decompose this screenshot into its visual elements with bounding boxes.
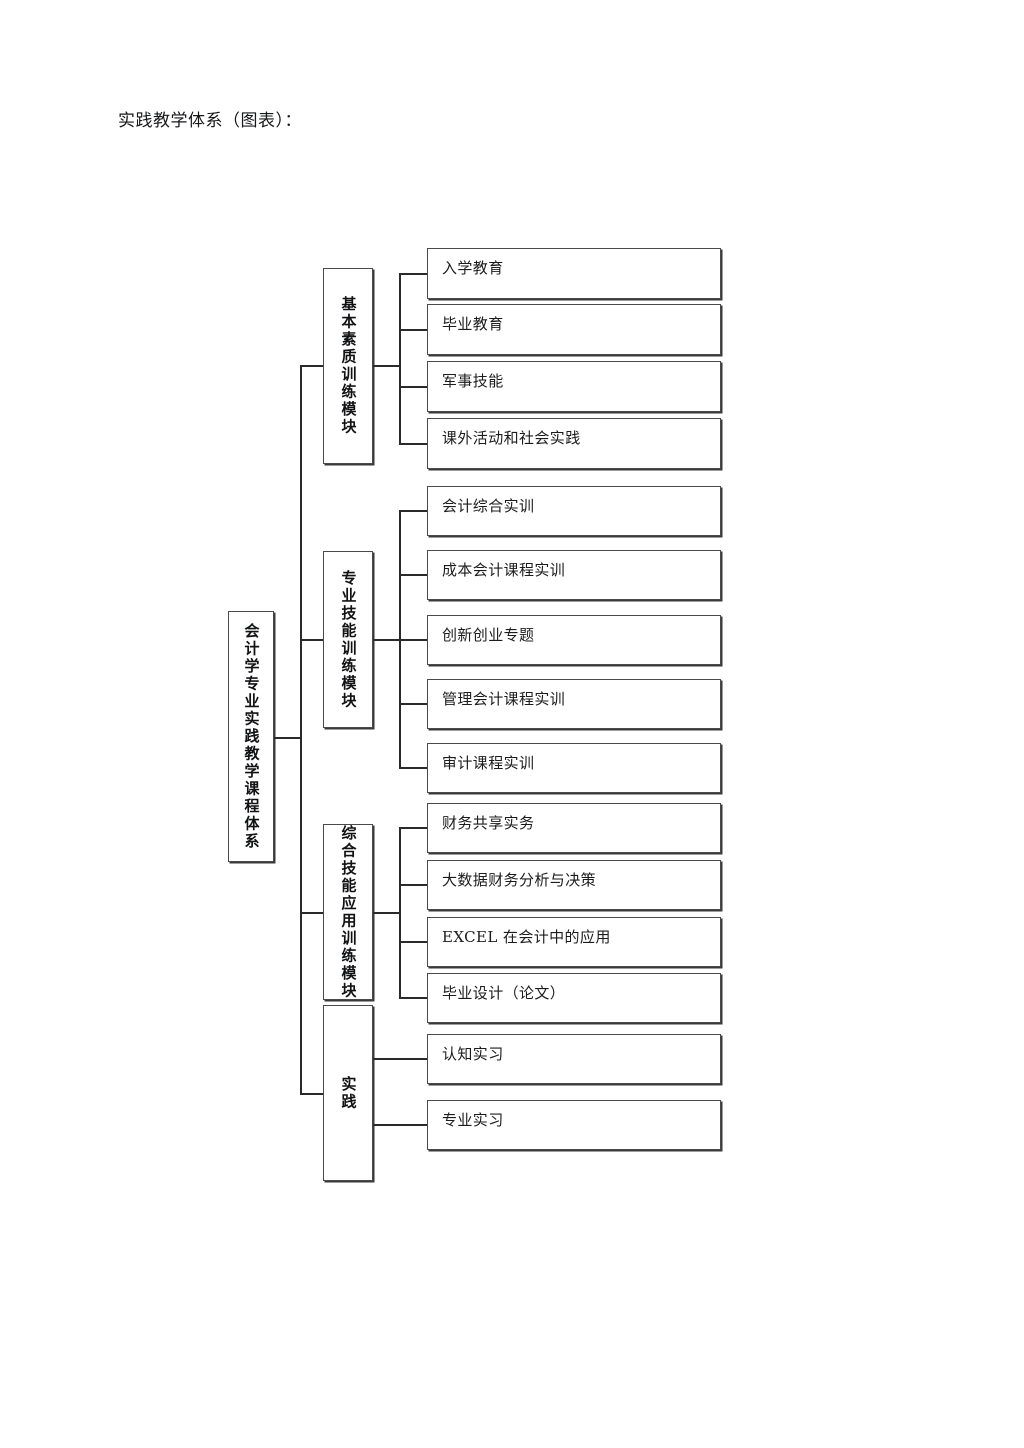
connector-module-3-leaf-3 xyxy=(399,941,428,943)
module-node-comprehensive-skills-application-training[interactable]: 综合技能应用训练模块 xyxy=(323,824,373,1000)
connector-root-to-module-4 xyxy=(300,1093,324,1095)
connector-module-3-leaf-1 xyxy=(399,827,428,829)
page-title: 实践教学体系（图表）： xyxy=(118,111,302,131)
leaf-node-military-skills[interactable]: 军事技能 xyxy=(427,361,721,412)
root-node-accounting-practical-curriculum-system[interactable]: 会计学专业实践教学课程体系 xyxy=(228,611,274,862)
leaf-node-graduation-design-thesis[interactable]: 毕业设计（论文） xyxy=(427,973,721,1023)
leaf-node-audit-course-training[interactable]: 审计课程实训 xyxy=(427,743,721,793)
connector-module-1-stub xyxy=(373,365,401,367)
connector-module-3-leaf-2 xyxy=(399,884,428,886)
leaf-node-professional-internship[interactable]: 专业实习 xyxy=(427,1100,721,1150)
module-label-comprehensive-skills-application-training: 综合技能应用训练模块 xyxy=(339,824,358,1000)
connector-module-2-stub xyxy=(373,639,401,641)
leaf-node-accounting-comprehensive-training[interactable]: 会计综合实训 xyxy=(427,486,721,536)
module-label-practice: 实践 xyxy=(339,1075,358,1111)
module-label-professional-skills-training: 专业技能训练模块 xyxy=(339,569,358,710)
connector-module-3-leaf-4 xyxy=(399,997,428,999)
leaf-node-excel-in-accounting-application[interactable]: EXCEL 在会计中的应用 xyxy=(427,917,721,967)
connector-module-4-leaf-2 xyxy=(373,1124,428,1126)
leaf-node-cognitive-internship[interactable]: 认知实习 xyxy=(427,1034,721,1084)
leaf-node-innovation-entrepreneurship-topic[interactable]: 创新创业专题 xyxy=(427,615,721,665)
module-node-professional-skills-training[interactable]: 专业技能训练模块 xyxy=(323,551,373,728)
connector-root-spine xyxy=(300,366,302,1095)
connector-module-1-leaf-1 xyxy=(399,273,428,275)
connector-module-1-leaf-3 xyxy=(399,386,428,388)
connector-module-2-leaf-5 xyxy=(399,767,428,769)
leaf-node-enrollment-education[interactable]: 入学教育 xyxy=(427,248,721,299)
leaf-node-extracurricular-and-social-practice[interactable]: 课外活动和社会实践 xyxy=(427,418,721,469)
connector-module-2-leaf-3 xyxy=(399,639,428,641)
leaf-node-financial-shared-services[interactable]: 财务共享实务 xyxy=(427,803,721,853)
module-node-practice[interactable]: 实践 xyxy=(323,1005,373,1181)
leaf-node-graduation-education[interactable]: 毕业教育 xyxy=(427,304,721,355)
connector-module-1-leaf-2 xyxy=(399,329,428,331)
connector-module-4-leaf-1 xyxy=(373,1058,428,1060)
root-node-label: 会计学专业实践教学课程体系 xyxy=(242,622,261,851)
connector-module-2-leaf-1 xyxy=(399,510,428,512)
connector-root-to-module-2 xyxy=(300,639,324,641)
leaf-node-management-accounting-course-training[interactable]: 管理会计课程实训 xyxy=(427,679,721,729)
module-node-basic-quality-training[interactable]: 基本素质训练模块 xyxy=(323,268,373,464)
connector-module-3-stub xyxy=(373,912,401,914)
connector-root-stub xyxy=(274,737,302,739)
connector-module-2-leaf-4 xyxy=(399,703,428,705)
leaf-node-big-data-financial-analysis-and-decision[interactable]: 大数据财务分析与决策 xyxy=(427,860,721,910)
connector-root-to-module-1 xyxy=(300,365,324,367)
module-label-basic-quality-training: 基本素质训练模块 xyxy=(339,296,358,436)
connector-root-to-module-3 xyxy=(300,912,324,914)
connector-module-2-leaf-2 xyxy=(399,574,428,576)
leaf-node-cost-accounting-course-training[interactable]: 成本会计课程实训 xyxy=(427,550,721,600)
connector-module-1-spine xyxy=(399,274,401,444)
connector-module-3-spine xyxy=(399,828,401,998)
connector-module-1-leaf-4 xyxy=(399,443,428,445)
